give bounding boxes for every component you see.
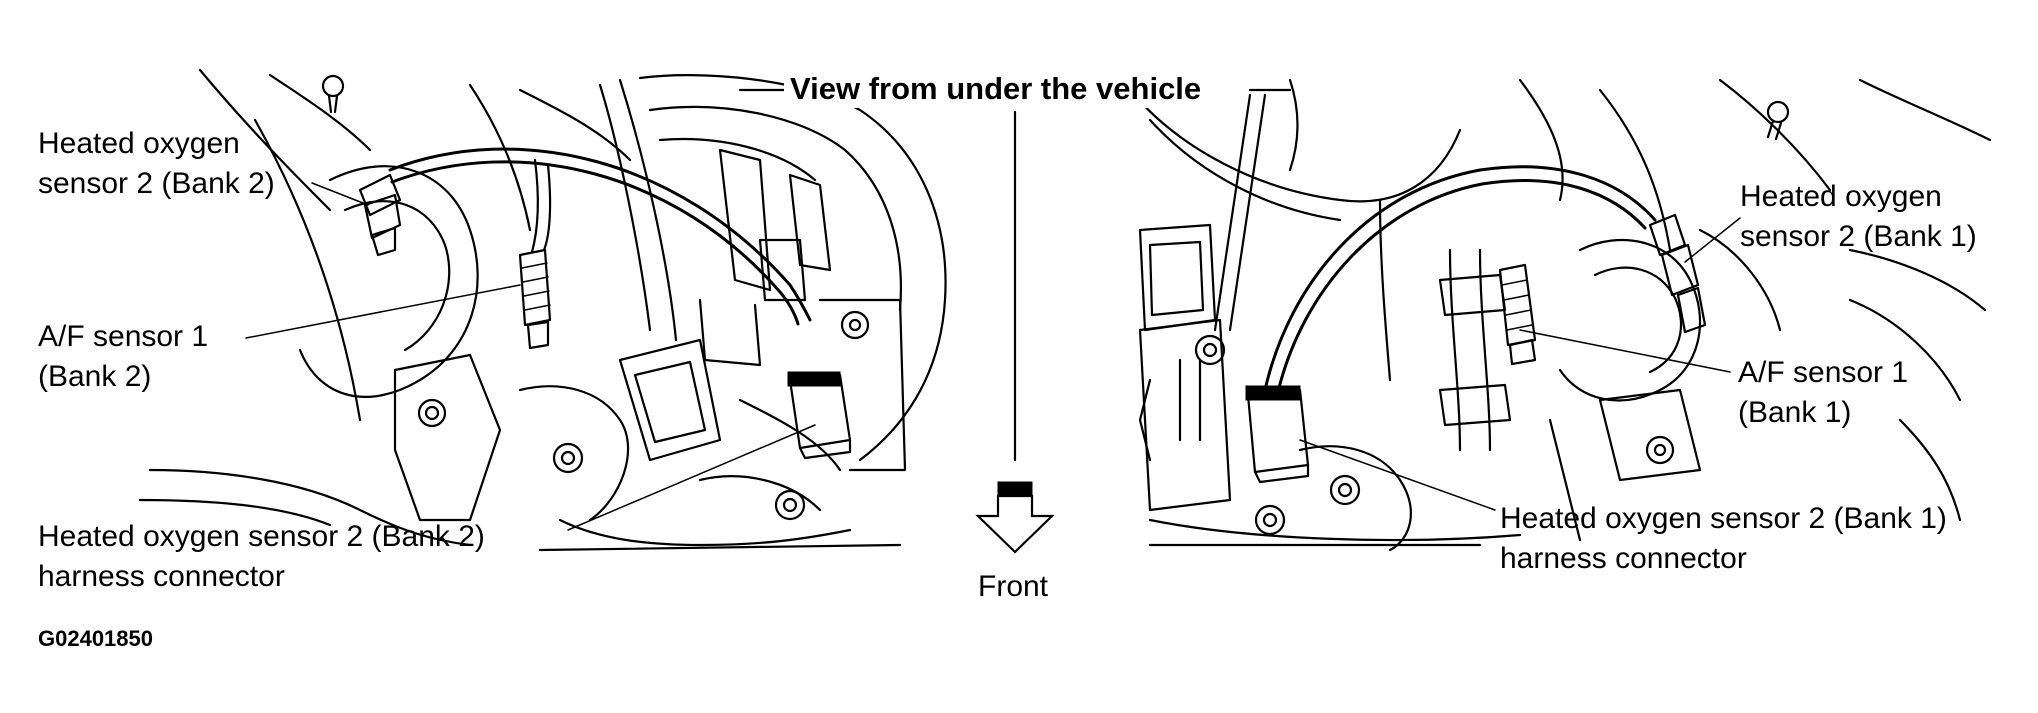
right-harness-wire	[1263, 165, 1657, 392]
left-harness-connector	[787, 371, 852, 460]
left-label-af-line2: (Bank 2)	[38, 360, 152, 393]
left-label-harness-line1: Heated oxygen sensor 2 (Bank 2)	[38, 520, 485, 553]
right-view-illustration	[1128, 78, 1992, 552]
front-arrow-icon	[975, 481, 1055, 554]
diagram-title: View from under the vehicle	[784, 70, 1208, 108]
right-exhaust-pipe	[1558, 238, 1702, 402]
right-ho2s2-sensor	[1648, 213, 1707, 334]
right-label-af-line1: A/F sensor 1	[1738, 356, 1909, 389]
left-harness-wire	[388, 147, 812, 322]
figure-code: G02401850	[38, 626, 153, 651]
right-harness-connector	[1245, 385, 1310, 484]
right-leader-ho2s2	[1684, 217, 1741, 263]
left-leader-harness	[567, 424, 816, 531]
left-bolt-icon	[321, 74, 345, 114]
right-leader-af	[1519, 329, 1731, 373]
left-exhaust-pipe	[298, 165, 479, 398]
left-label-af-line1: A/F sensor 1	[38, 320, 209, 353]
left-view-illustration	[138, 68, 947, 552]
left-leader-ho2s2	[311, 182, 369, 206]
right-bolt-icon	[1766, 100, 1790, 141]
left-housing-outline	[638, 74, 947, 462]
right-label-harness-line1: Heated oxygen sensor 2 (Bank 1)	[1500, 502, 1947, 535]
front-label: Front	[978, 570, 1049, 603]
right-label-af-line2: (Bank 1)	[1738, 396, 1852, 429]
right-housing-outline	[1128, 88, 1462, 203]
right-label-ho2s2-line1: Heated oxygen	[1740, 180, 1942, 213]
left-leader-af	[245, 284, 521, 339]
right-label-harness-line2: harness connector	[1500, 542, 1747, 575]
left-af-sensor	[518, 158, 552, 350]
left-ho2s2-sensor	[358, 173, 402, 257]
left-label-ho2s2-line2: sensor 2 (Bank 2)	[38, 167, 275, 200]
left-label-ho2s2-line1: Heated oxygen	[38, 127, 240, 160]
right-leader-harness	[1299, 439, 1496, 511]
right-af-sensor	[1498, 263, 1537, 366]
center-direction-indicator	[738, 88, 1292, 554]
left-label-harness-line2: harness connector	[38, 560, 285, 593]
right-label-ho2s2-line2: sensor 2 (Bank 1)	[1740, 220, 1977, 253]
